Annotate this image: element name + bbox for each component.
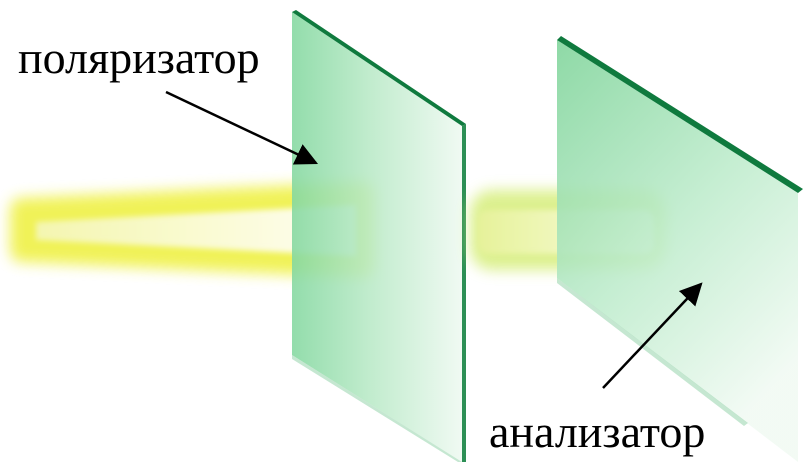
- incident-beam: [10, 182, 375, 278]
- polarizer-plate: [292, 10, 466, 462]
- analyzer-label: анализатор: [489, 406, 705, 457]
- analyzer-pointer-arrow: [602, 282, 703, 389]
- polarizer-label: поляризатор: [18, 32, 260, 83]
- polarizer-pointer-arrow: [165, 90, 319, 165]
- analyzer-plate: [557, 36, 803, 462]
